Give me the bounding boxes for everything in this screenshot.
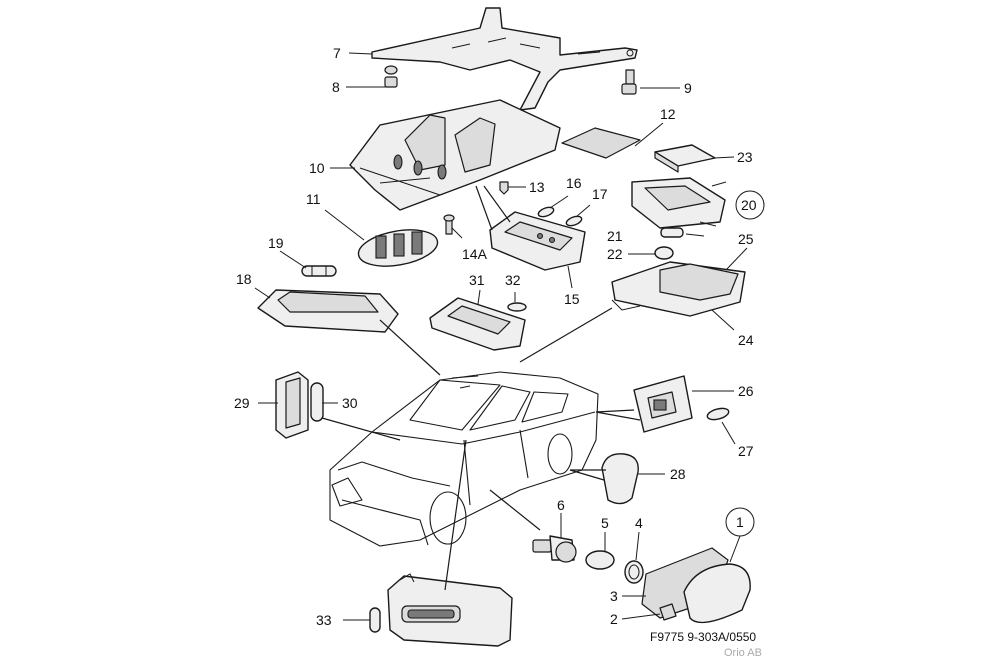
part-bulb-32 (507, 302, 527, 312)
callout-20: 20 (741, 197, 757, 213)
part-foam-block (654, 144, 716, 173)
callout-14a: 14A (462, 246, 488, 262)
part-door-lamp-unit (633, 375, 693, 433)
part-sun-visor (387, 573, 513, 647)
callout-1-circle (725, 507, 755, 537)
callout-26: 26 (738, 383, 754, 399)
part-bulb-33 (369, 607, 381, 633)
callout-4: 4 (635, 515, 643, 531)
part-reading-lamp (257, 289, 399, 333)
callout-16: 16 (566, 175, 582, 191)
callout-10: 10 (309, 160, 325, 176)
part-console-base (349, 99, 561, 211)
callout-11: 11 (306, 191, 321, 207)
callout-19: 19 (268, 235, 284, 251)
part-seal-ring (624, 560, 644, 584)
callout-25: 25 (738, 231, 754, 247)
callout-32: 32 (505, 272, 521, 288)
callout-7: 7 (333, 45, 341, 61)
callout-9: 9 (684, 80, 692, 96)
part-roof-bracket (371, 7, 638, 111)
callout-30: 30 (342, 395, 358, 411)
callout-labels: 7 8 9 12 10 23 13 16 17 11 20 21 22 25 1… (234, 45, 765, 628)
part-bulb-21 (660, 227, 684, 238)
part-screw-8 (384, 65, 398, 88)
callout-1: 1 (736, 514, 744, 530)
part-rear-lamp-housing (611, 261, 746, 317)
callout-31: 31 (469, 272, 485, 288)
part-screw-14a (443, 214, 455, 235)
callout-33: 33 (316, 612, 332, 628)
part-lamp-31 (429, 297, 526, 351)
part-bulb-5 (585, 550, 615, 570)
part-rocker-switch (357, 229, 439, 267)
callout-18: 18 (236, 271, 252, 287)
callout-leaders (254, 52, 748, 621)
callout-24: 24 (738, 332, 754, 348)
callout-2: 2 (610, 611, 618, 627)
part-bulb-19 (301, 265, 337, 277)
callout-29: 29 (234, 395, 250, 411)
part-bulb-30 (310, 382, 324, 422)
part-lamp-housing-15 (489, 211, 586, 271)
part-filter-pad (561, 127, 641, 159)
callout-3: 3 (610, 588, 618, 604)
callout-15: 15 (564, 291, 580, 307)
part-bulb-16 (537, 206, 555, 218)
part-lens-1 (683, 563, 751, 624)
figure-credit: Orio AB (724, 647, 762, 659)
part-clip-2 (659, 603, 677, 621)
part-bulb-22 (654, 246, 674, 260)
callout-28: 28 (670, 466, 686, 482)
part-electronics-module (631, 177, 727, 229)
callout-5: 5 (601, 515, 609, 531)
callout-13: 13 (529, 179, 545, 195)
callout-17: 17 (592, 186, 608, 202)
part-clip-13 (499, 181, 509, 195)
callout-20-circle (735, 190, 765, 220)
part-socket-6 (532, 535, 577, 563)
callout-6: 6 (557, 497, 565, 513)
part-lens-28 (601, 453, 639, 505)
part-bulb-17 (565, 215, 583, 227)
callout-21: 21 (607, 228, 623, 244)
callout-8: 8 (332, 79, 340, 95)
callout-12: 12 (660, 106, 676, 122)
car-outline (329, 371, 599, 547)
car-pointer-lines (321, 185, 641, 591)
callout-27: 27 (738, 443, 754, 459)
part-bolt-9 (621, 69, 637, 95)
part-bulb-27 (706, 407, 730, 421)
callout-22: 22 (607, 246, 623, 262)
callout-23: 23 (737, 149, 753, 165)
part-glovebox-switch (275, 371, 309, 439)
figure-reference-code: F9775 9-303A/0550 (650, 630, 756, 644)
